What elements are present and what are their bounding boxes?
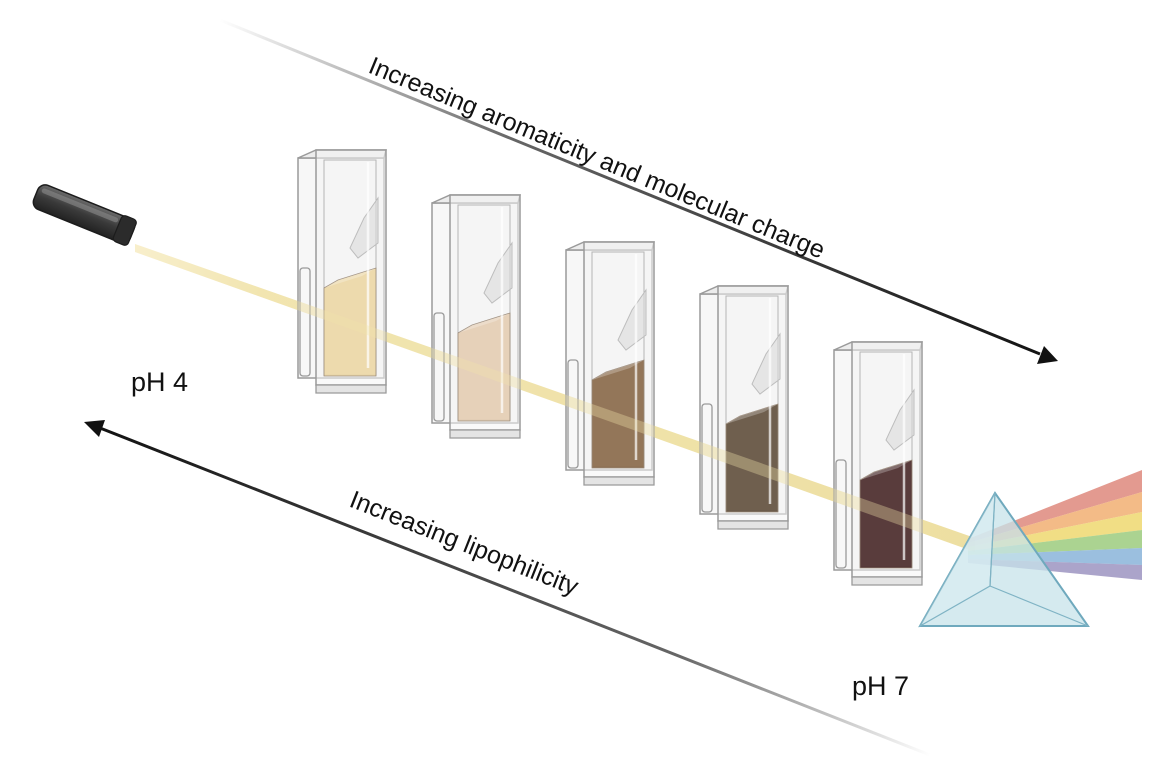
cuvettes [297,149,923,586]
cuvette-1-liquid [323,267,377,377]
cuvette-4 [699,285,789,530]
cuvette-3-liquid [591,359,645,469]
ph4-label: pH 4 [131,367,188,397]
top-arrow-line [219,18,1041,356]
cuvette-5 [833,341,923,586]
top-arrow-head [1037,346,1058,364]
cuvette-5-liquid [859,459,913,569]
prism [918,491,1090,628]
cuvette-4-liquid [725,403,779,513]
ph7-label: pH 7 [852,671,909,701]
top-arrow [219,18,1058,364]
cuvette-2 [431,194,521,439]
light-source [32,184,137,246]
spectrum-ray-5 [968,548,1142,565]
bottom-arrow-head [84,420,105,437]
bottom-arrow [84,420,931,757]
light-beam-overlay [135,244,975,552]
cuvette-2-liquid [457,312,511,422]
bottom-arrow-line [99,426,931,757]
bottom-arrow-label: Increasing lipophilicity [346,486,583,602]
cuvette-3 [565,241,655,486]
cuvette-1 [297,149,387,394]
